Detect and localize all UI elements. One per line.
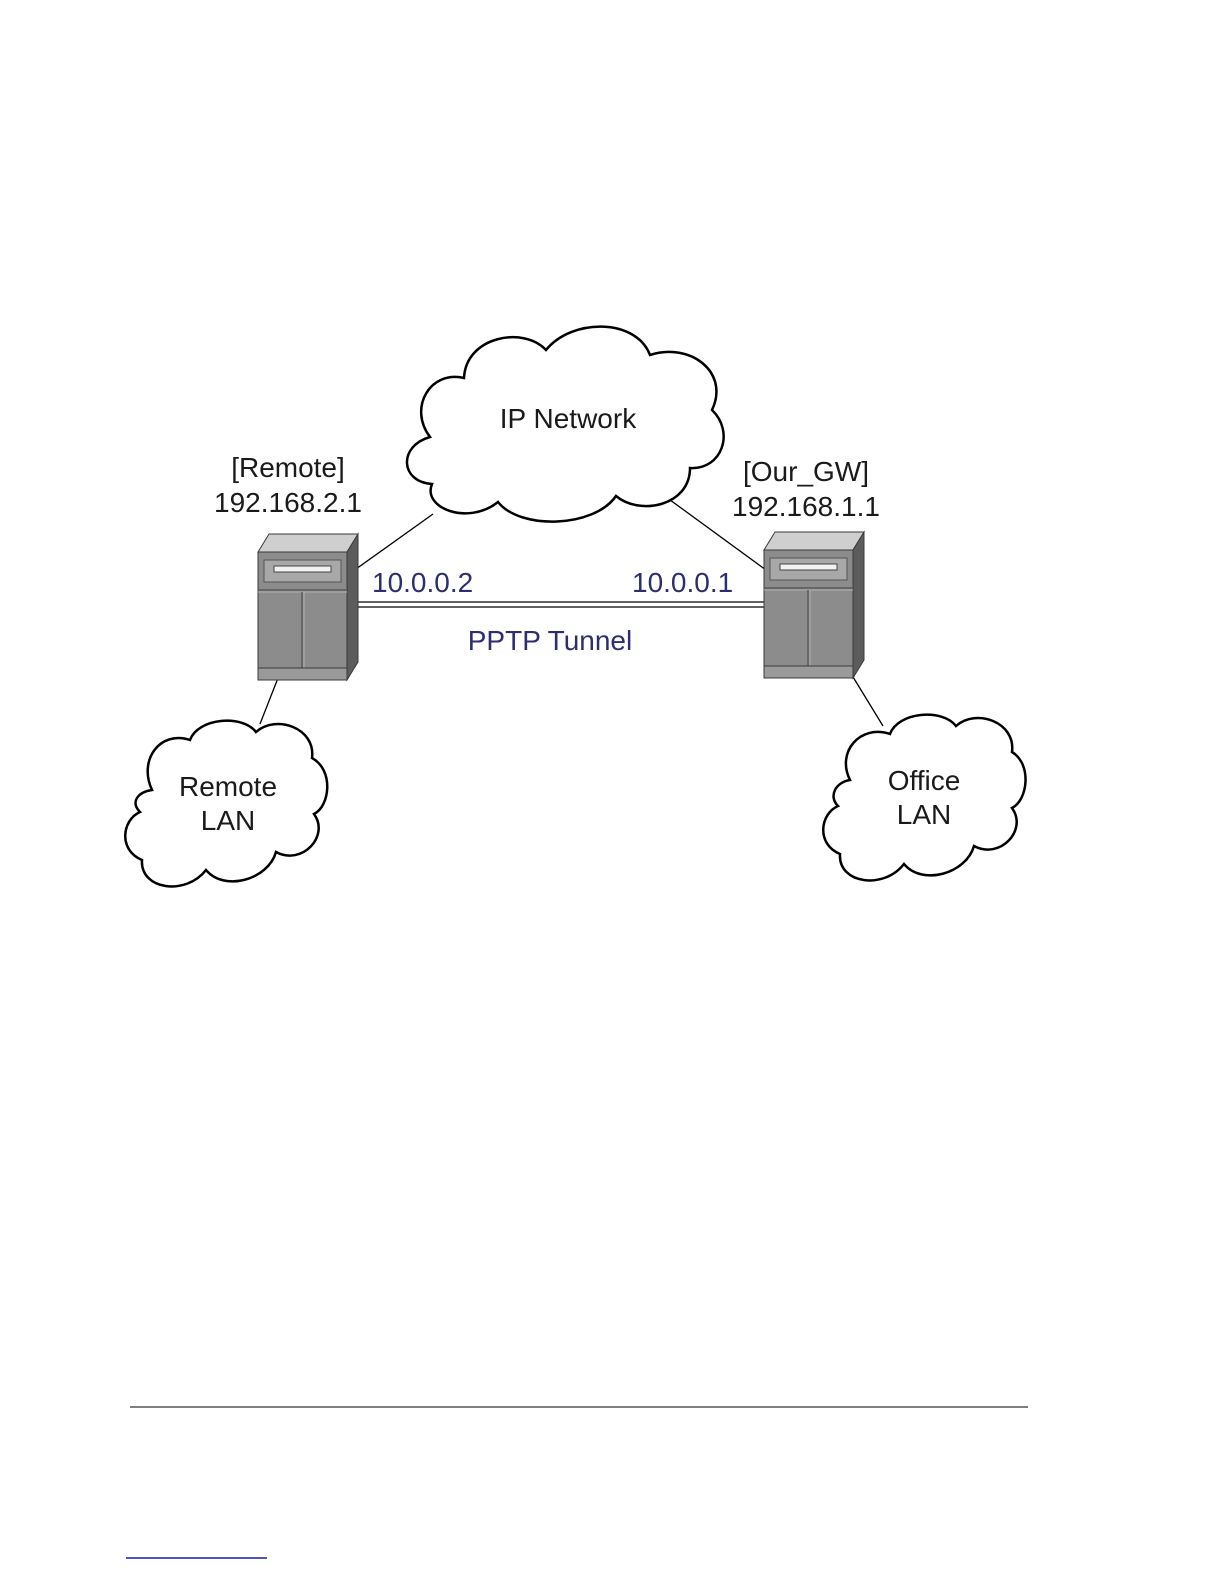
pptp-tunnel-line — [349, 602, 766, 607]
office-lan-label-line2: LAN — [897, 799, 951, 830]
remote-name-label: [Remote] — [231, 452, 345, 483]
server-tower-icon — [764, 532, 864, 678]
link-remote-to-remote-lan — [260, 678, 278, 724]
office-lan-label-line1: Office — [888, 765, 961, 796]
pptp-tunnel-label: PPTP Tunnel — [468, 625, 632, 656]
gateway-name-label: [Our_GW] — [743, 456, 869, 487]
gateway-ip-label: 192.168.1.1 — [732, 491, 880, 522]
server-tower-icon — [258, 534, 358, 680]
cloud-icon — [125, 721, 327, 887]
remote-server: [Remote] 192.168.2.1 — [214, 452, 362, 680]
ip-network-cloud: IP Network — [407, 327, 724, 522]
gateway-server: [Our_GW] 192.168.1.1 — [732, 456, 880, 678]
link-remote-to-ip-network — [349, 514, 433, 574]
remote-ip-label: 192.168.2.1 — [214, 487, 362, 518]
remote-lan-label-line2: LAN — [201, 805, 255, 836]
remote-lan-cloud: Remote LAN — [125, 721, 327, 887]
remote-tunnel-endpoint-label: 10.0.0.2 — [372, 567, 473, 598]
cloud-icon — [823, 715, 1025, 881]
gateway-tunnel-endpoint-label: 10.0.0.1 — [632, 567, 733, 598]
remote-lan-label-line1: Remote — [179, 771, 277, 802]
link-gw-to-office-lan — [850, 672, 883, 726]
office-lan-cloud: Office LAN — [823, 715, 1025, 881]
ip-network-label: IP Network — [500, 403, 637, 434]
